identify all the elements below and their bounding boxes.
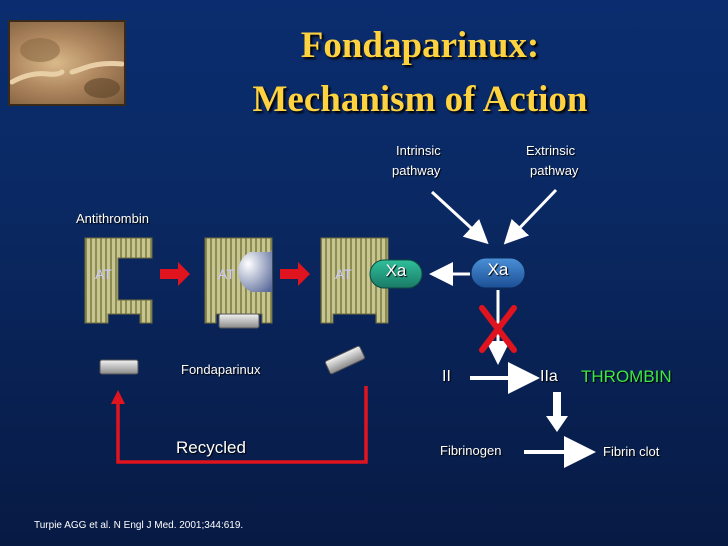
intrinsic-arrow (430, 190, 489, 245)
title-line-1: Fondaparinux: (300, 25, 540, 66)
fibrin-clot-label: Fibrin clot (603, 444, 660, 459)
fondaparinux-icon-right (324, 345, 366, 375)
iia-down-arrow (546, 392, 568, 432)
intrinsic-label-1: Intrinsic (396, 143, 441, 158)
extrinsic-label-2: pathway (530, 163, 579, 178)
at-label-3: AT (335, 266, 352, 282)
xa-bound-oval (369, 259, 423, 289)
red-x-icon (479, 305, 517, 353)
antithrombin-label: Antithrombin (76, 211, 149, 226)
citation: Turpie AGG et al. N Engl J Med. 2001;344… (34, 520, 244, 531)
title-line-2: Mechanism of Action (252, 79, 588, 120)
xa-bound-label: Xa (385, 261, 407, 280)
recycled-loop (116, 386, 368, 464)
painting-thumbnail (8, 20, 126, 106)
fibrinogen-label: Fibrinogen (440, 443, 502, 458)
recycled-label: Recycled (176, 438, 246, 457)
thrombin-label: IIa (540, 368, 558, 385)
prothrombin-label: II (442, 368, 451, 385)
extrinsic-label-1: Extrinsic (526, 143, 576, 158)
red-arrow-2 (280, 262, 310, 286)
fondaparinux-label: Fondaparinux (181, 362, 261, 377)
at-label-1: AT (95, 266, 112, 282)
red-arrow-1 (160, 262, 190, 286)
recycled-arrowhead (111, 390, 125, 404)
thrombin-name: THROMBIN (581, 367, 672, 386)
creation-of-adam-icon (9, 38, 125, 98)
antithrombin-activated (204, 237, 273, 329)
extrinsic-arrow (503, 188, 558, 245)
intrinsic-label-2: pathway (392, 163, 441, 178)
at-label-2: AT (218, 266, 235, 282)
fondaparinux-icon-left (99, 359, 139, 375)
xa-free-oval (470, 257, 526, 289)
antithrombin-open (84, 237, 153, 324)
xa-free-label: Xa (487, 260, 509, 279)
